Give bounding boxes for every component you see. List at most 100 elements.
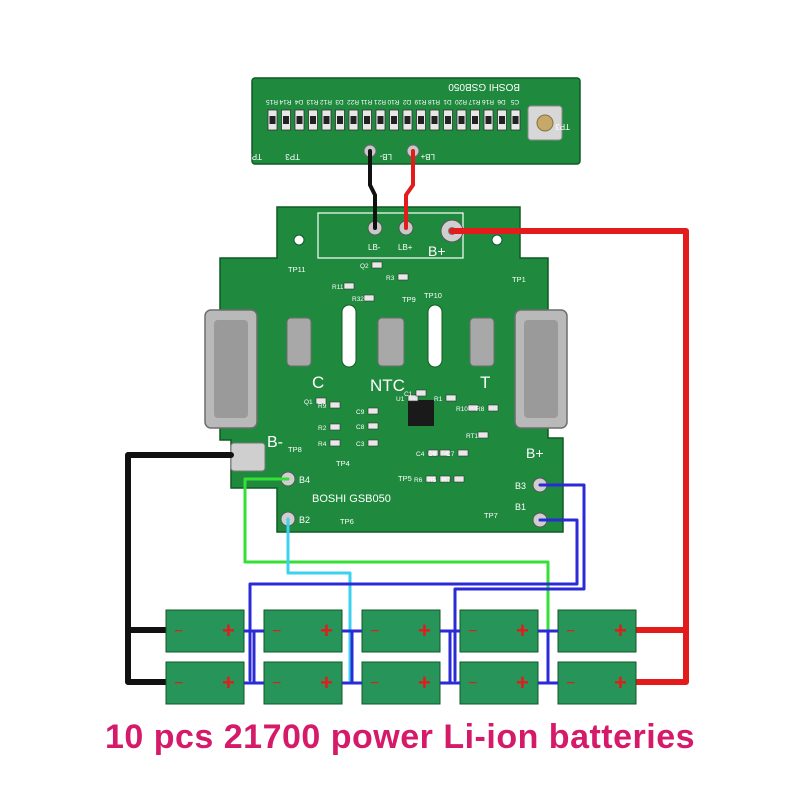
wire-lb-pos (404, 149, 415, 230)
main-part-r2 (329, 423, 341, 431)
test-point-tp10: TP10 (424, 291, 442, 300)
top-pad-lb-neg-label: LB- (379, 152, 392, 161)
cell-pos-symbol: + (222, 670, 235, 695)
top-part-label: R14 (279, 98, 291, 105)
main-b-pos-top-label: B+ (428, 243, 446, 259)
tp3-label: TP3 (285, 152, 300, 161)
top-part-body (404, 116, 411, 124)
top-part-label: D2 (402, 98, 411, 105)
main-part-label: R5 (428, 477, 437, 484)
battery-cell: −+ (263, 609, 343, 653)
top-part-body (458, 116, 465, 124)
header-silk-box (317, 212, 464, 259)
battery-cell: −+ (361, 661, 441, 705)
test-point-tp11: TP11 (288, 265, 305, 274)
battery-cell: −+ (263, 661, 343, 705)
main-part-r3 (397, 273, 409, 281)
top-part-label: R17 (468, 98, 480, 105)
wire-b4 (243, 477, 550, 682)
battery-cell-body (557, 661, 637, 705)
test-point-tp6: TP6 (340, 517, 354, 526)
pad-b-neg (230, 442, 266, 472)
main-part-c9 (367, 407, 379, 415)
terminal-neg-inner (214, 320, 248, 418)
cell-pos-symbol: + (614, 670, 627, 695)
main-part-c7 (457, 449, 469, 457)
top-part-label: R12 (320, 98, 332, 105)
battery-cell: −+ (361, 609, 441, 653)
test-point-tp9: TP9 (402, 295, 416, 304)
top-part-label: R16 (482, 98, 494, 105)
main-part-r9 (329, 401, 341, 409)
top-part-label: R18 (428, 98, 440, 105)
label-b-pos-right: B+ (526, 445, 544, 461)
top-part-label: D6 (497, 98, 506, 105)
main-lb-pos-label: LB+ (398, 243, 413, 252)
contact-t (469, 317, 495, 367)
ic-u1 (408, 400, 434, 426)
main-part-label: R1 (434, 396, 443, 403)
label-b-neg: B- (267, 434, 283, 451)
main-model-label: BOSHI GSB050 (312, 493, 391, 505)
label-t: T (480, 373, 490, 392)
main-part-label: C1 (404, 391, 413, 398)
main-lb-neg-label: LB- (368, 243, 381, 252)
main-part-r10 (467, 404, 479, 412)
cell-neg-symbol: − (566, 623, 575, 640)
cell-pos-symbol: + (222, 618, 235, 643)
main-part-c4 (427, 449, 439, 457)
cell-neg-symbol: − (174, 675, 183, 692)
main-part-r1 (445, 394, 457, 402)
contact-ntc (377, 317, 405, 367)
top-part-body (472, 116, 478, 124)
cell-pos-symbol: + (418, 670, 431, 695)
test-point-tp4: TP4 (336, 459, 350, 468)
main-part-c1 (415, 389, 427, 397)
main-part-r6 (425, 475, 437, 483)
main-part-label: C9 (356, 409, 365, 416)
slot-right (427, 304, 443, 368)
cell-pos-symbol: + (614, 618, 627, 643)
main-part-label: Q2 (360, 263, 369, 270)
top-part-label: R19 (414, 98, 426, 105)
battery-cell: −+ (557, 609, 637, 653)
top-part-label: D1 (443, 98, 452, 105)
slot-left (341, 304, 357, 368)
main-part-label: C8 (356, 424, 365, 431)
test-point-tp8: TP8 (288, 445, 302, 454)
top-part-body (512, 116, 519, 124)
main-part-label: R2 (318, 425, 327, 432)
cell-pos-symbol: + (320, 618, 333, 643)
cell-neg-symbol: − (370, 623, 379, 640)
main-part-label: C7 (446, 451, 455, 458)
cell-neg-symbol: − (370, 675, 379, 692)
top-part-label: R15 (266, 98, 278, 105)
cell-neg-symbol: − (468, 623, 477, 640)
main-part-r5 (439, 475, 451, 483)
test-point-tp5: TP5 (398, 474, 412, 483)
top-part-label: D3 (335, 98, 344, 105)
battery-cell-body (361, 661, 441, 705)
main-part-label: R4 (318, 441, 327, 448)
wire-b3 (453, 483, 586, 682)
top-part-body (377, 116, 384, 124)
main-part-r4 (329, 439, 341, 447)
main-part-label: R10 (456, 406, 468, 413)
s1-button-cap (536, 114, 554, 132)
cell-neg-symbol: − (272, 623, 281, 640)
main-part-q2 (371, 261, 383, 269)
main-part-label: R3 (386, 275, 395, 282)
cell-pos-symbol: + (320, 670, 333, 695)
main-part-label: R6 (414, 477, 423, 484)
top-part-label: R11 (360, 98, 372, 105)
cell-neg-symbol: − (566, 675, 575, 692)
top-part-label: R21 (374, 98, 386, 105)
top-part-label: R22 (347, 98, 359, 105)
wire-b-neg-main (125, 452, 234, 685)
battery-cell-body (361, 609, 441, 653)
main-board-pcb (219, 206, 564, 533)
caption: 10 pcs 21700 power Li-ion batteries (104, 718, 696, 756)
battery-cell: −+ (459, 609, 539, 653)
